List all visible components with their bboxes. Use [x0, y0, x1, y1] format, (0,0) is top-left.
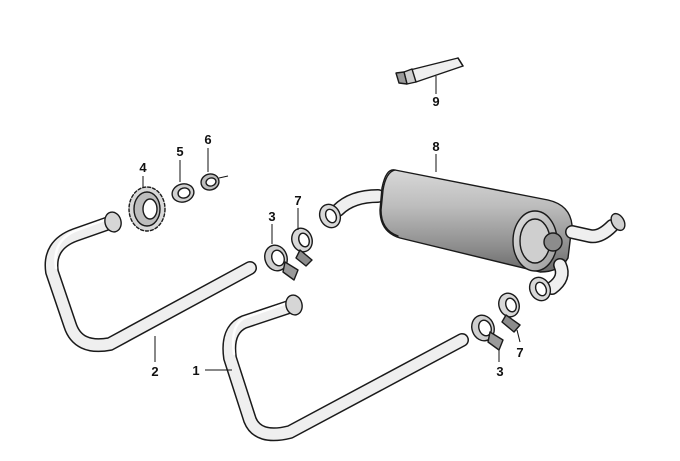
rear-muffler	[331, 154, 626, 295]
pipe-sleeve-lower	[528, 276, 552, 302]
sealing-ring	[171, 160, 195, 203]
pipe-clamp-lower	[471, 292, 521, 362]
paste-tube	[395, 57, 464, 94]
pipe-sleeve-upper	[318, 203, 342, 229]
callout-3-lower: 3	[496, 364, 503, 379]
callout-1: 1	[192, 363, 199, 378]
callout-8: 8	[432, 139, 439, 154]
clamp-ring	[200, 148, 229, 191]
callout-4: 4	[139, 160, 147, 175]
gear-washer	[128, 176, 166, 232]
callout-2: 2	[151, 364, 158, 379]
callout-6: 6	[204, 132, 211, 147]
callout-3-upper: 3	[268, 209, 275, 224]
callout-7-upper: 7	[294, 193, 301, 208]
pipe-clamp-upper	[264, 208, 313, 281]
exhaust-pipe-right	[205, 294, 469, 442]
callout-5: 5	[176, 144, 183, 159]
exhaust-pipe-left	[44, 211, 257, 362]
callout-9: 9	[432, 94, 439, 109]
callout-7-lower: 7	[516, 345, 523, 360]
